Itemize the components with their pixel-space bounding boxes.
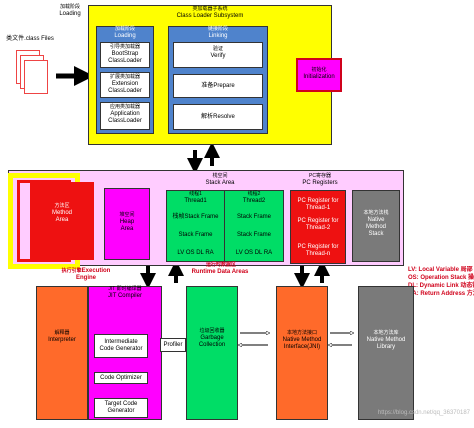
legend-os: OS: Operation Stack 操作 xyxy=(408,275,474,282)
thread1-label: 线程1 Thread1 xyxy=(184,191,207,204)
method-area: 方法区 Method Area xyxy=(30,182,94,260)
linking-stage-title: 链接阶段 Linking xyxy=(207,26,228,39)
extension-classloader: 扩展类加载器 Extension ClassLoader xyxy=(100,72,150,98)
stack-area xyxy=(166,190,284,262)
heap-area: 堆空间 Heap Area xyxy=(104,188,150,260)
initialization-stage: 初始化 Initialization xyxy=(296,58,342,92)
thread2-frame-2: Stack Frame xyxy=(236,232,271,238)
legend-ra: RA: Return Address 方法 xyxy=(408,291,474,298)
native-method-stack: 本地方法栈 Native Method Stack xyxy=(352,190,400,262)
garbage-collection: 垃圾回收器 Garbage Collection xyxy=(186,286,238,420)
loading-stage-title: 加载阶段 Loading xyxy=(114,26,136,39)
bootstrap-classloader: 引导类加载器 BootStrap ClassLoader xyxy=(100,42,150,68)
execution-engine-label: 执行引擎Execution Engine xyxy=(61,268,111,281)
stack-divider xyxy=(224,190,225,262)
resolve-step: 解析Resolve xyxy=(173,104,263,130)
watermark: https://blog.csdn.net/qq_36370187 xyxy=(377,410,470,416)
thread1-frame-1: 栈帧Stack Frame xyxy=(172,214,219,220)
thread2-frame-1: Stack Frame xyxy=(236,214,271,220)
subsystem-title: 类加载器子系统 Class Loader Subsystem xyxy=(176,6,244,19)
application-classloader: 应用类加载器 Application ClassLoader xyxy=(100,102,150,130)
profiler: Profiler xyxy=(160,338,186,352)
jit-title: JIT 即时编译器 JIT Compiler xyxy=(108,286,142,299)
native-method-library: 本地方法库 Native Method Library xyxy=(358,286,414,420)
legend-lv: LV: Local Variable 局部 xyxy=(408,267,473,273)
legend-dl: DL: Dynamic Link 动态链 xyxy=(408,283,474,290)
class-files-label: 类文件.class Files xyxy=(6,36,54,42)
thread1-frame-2: Stack Frame xyxy=(178,232,213,238)
pc-registers xyxy=(290,190,346,264)
runtime-data-areas-label: 运行时数据区 xyxy=(205,262,236,268)
runtime-data-areas-label-en: Runtime Data Areas xyxy=(191,269,249,275)
thread2-frame-locals: LV OS DL RA xyxy=(235,250,273,256)
legend: LV: Local Variable 局部 OS: Operation Stac… xyxy=(408,266,474,298)
thread2-label: 线程2 Thread2 xyxy=(242,191,266,204)
native-method-interface: 本地方法接口 Native Method Interface(JNI) xyxy=(276,286,328,420)
verify-step: 验证 Verify xyxy=(173,42,263,68)
stack-area-title: 栈空间 Stack Area xyxy=(205,173,235,186)
code-optimizer: Code Optimizer xyxy=(94,372,148,384)
pc-registers-title: PC寄存器 PC Registers xyxy=(302,173,338,186)
thread1-frame-locals: LV OS DL RA xyxy=(177,250,214,256)
interpreter: 解释器 Interpreter xyxy=(36,286,88,420)
loading-label: 加载阶段 Loading xyxy=(59,4,81,17)
prepare-step: 准备Prepare xyxy=(173,74,263,98)
class-file-icon-front xyxy=(24,60,48,94)
